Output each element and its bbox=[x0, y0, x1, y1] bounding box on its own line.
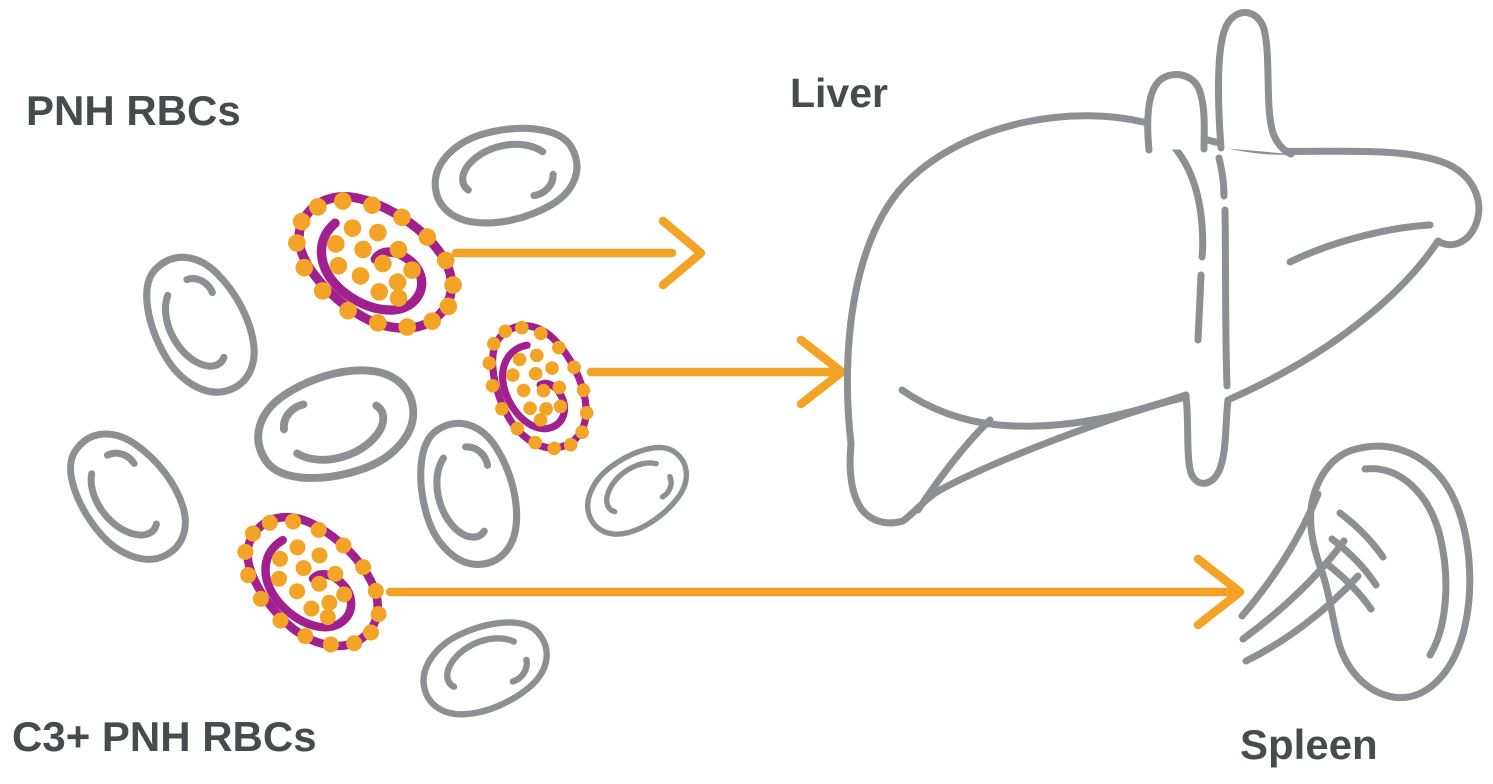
arrow-right-icon-to-liver-1 bbox=[451, 216, 706, 290]
rbc-icon bbox=[122, 240, 277, 410]
arrow-right-icon-to-spleen bbox=[385, 554, 1245, 630]
rbc-icon bbox=[409, 601, 561, 734]
c3-coated-rbc-icon bbox=[460, 301, 616, 475]
spleen-icon bbox=[1238, 442, 1474, 702]
rbc-icon bbox=[400, 411, 535, 577]
rbc-icon bbox=[244, 349, 429, 502]
c3-coated-rbc-icon bbox=[263, 163, 488, 365]
liver-icon bbox=[843, 9, 1483, 527]
c3-coated-rbc-icon bbox=[210, 485, 414, 682]
arrow-right-icon-to-liver-2 bbox=[586, 335, 847, 409]
rbc-icon bbox=[423, 109, 588, 240]
rbc-icon bbox=[573, 429, 701, 552]
liver-label: Liver bbox=[790, 70, 888, 116]
arrows bbox=[385, 216, 1245, 630]
pnh-rbcs-label: PNH RBCs bbox=[26, 87, 241, 134]
spleen-label: Spleen bbox=[1240, 721, 1378, 768]
rbc-icon bbox=[47, 415, 208, 579]
c3-pnh-rbcs-label: C3+ PNH RBCs bbox=[12, 713, 317, 760]
